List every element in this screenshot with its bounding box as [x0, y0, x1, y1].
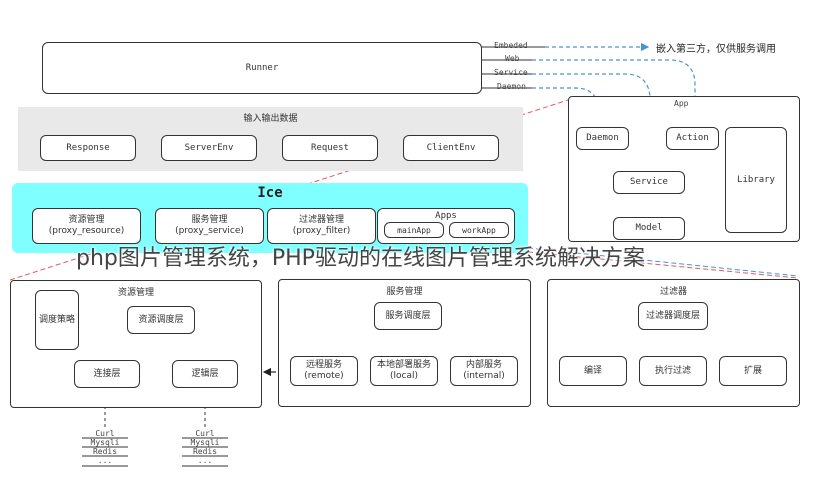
- connect-item-more: ...: [97, 456, 113, 465]
- logic-item-mysqli: Mysqli: [190, 438, 220, 447]
- ice-app-main: mainApp: [384, 222, 444, 238]
- app-model: Model: [613, 217, 685, 240]
- ice-app-work: workApp: [449, 222, 509, 238]
- io-response: Response: [40, 135, 136, 161]
- app-action: Action: [666, 127, 719, 150]
- io-title: 输入输出数据: [243, 114, 298, 124]
- resource-strategy: 调度策略: [35, 290, 79, 350]
- filter-exec: 执行过滤: [639, 356, 707, 386]
- app-library: Library: [725, 127, 787, 233]
- ice-apps-title: Apps: [435, 211, 457, 221]
- runner-output-embeded: Embeded: [494, 41, 528, 50]
- embed-note: 嵌入第三方，仅供服务调用: [656, 44, 776, 55]
- resource-scheduler: 资源调度层: [127, 306, 195, 334]
- filter-extend: 扩展: [719, 356, 787, 386]
- runner-box: Runner: [42, 42, 482, 94]
- service-region: [278, 279, 531, 407]
- service-scheduler: 服务调度层: [374, 302, 442, 330]
- io-request: Request: [282, 135, 378, 161]
- resource-title: 资源管理: [117, 288, 154, 298]
- runner-title: Runner: [245, 62, 279, 73]
- filter-compile: 编译: [559, 356, 627, 386]
- runner-output-web: Web: [505, 54, 520, 63]
- resource-logic: 逻辑层: [172, 360, 238, 388]
- app-title: App: [674, 99, 689, 108]
- logic-item-curl: Curl: [195, 429, 215, 438]
- ice-title: Ice: [257, 185, 283, 201]
- service-remote: 远程服务(remote): [290, 356, 358, 386]
- web-to-action: [532, 59, 700, 130]
- ice-module-service: 服务管理(proxy_service): [155, 208, 264, 244]
- blue-dash-right: [527, 247, 799, 277]
- io-clientenv: ClientEnv: [403, 135, 499, 161]
- app-service: Service: [613, 171, 685, 194]
- connect-item-mysqli: Mysqli: [90, 438, 120, 447]
- logic-item-redis: Redis: [192, 447, 218, 456]
- app-daemon: Daemon: [576, 127, 629, 150]
- service-title: 服务管理: [386, 287, 423, 297]
- runner-output-service: Service: [494, 68, 528, 77]
- logic-item-more: ...: [197, 456, 213, 465]
- ice-module-resource: 资源管理(proxy_resource): [32, 208, 141, 244]
- service-local: 本地部署服务(local): [370, 356, 438, 386]
- filter-title: 过滤器: [659, 287, 687, 297]
- connect-item-redis: Redis: [92, 447, 118, 456]
- runner-output-daemon: Daemon: [497, 82, 526, 91]
- resource-connect: 连接层: [74, 360, 140, 388]
- overlay-caption: php图片管理系统，PHP驱动的在线图片管理系统解决方案: [76, 246, 645, 271]
- connect-item-curl: Curl: [95, 429, 115, 438]
- ice-module-filter: 过滤器管理(proxy_filter): [267, 208, 376, 244]
- filter-region: [547, 279, 800, 407]
- filter-scheduler: 过滤器调度层: [638, 302, 708, 330]
- red-dash-right: [527, 251, 799, 279]
- io-serverenv: ServerEnv: [161, 135, 257, 161]
- service-internal: 内部服务(internal): [450, 356, 518, 386]
